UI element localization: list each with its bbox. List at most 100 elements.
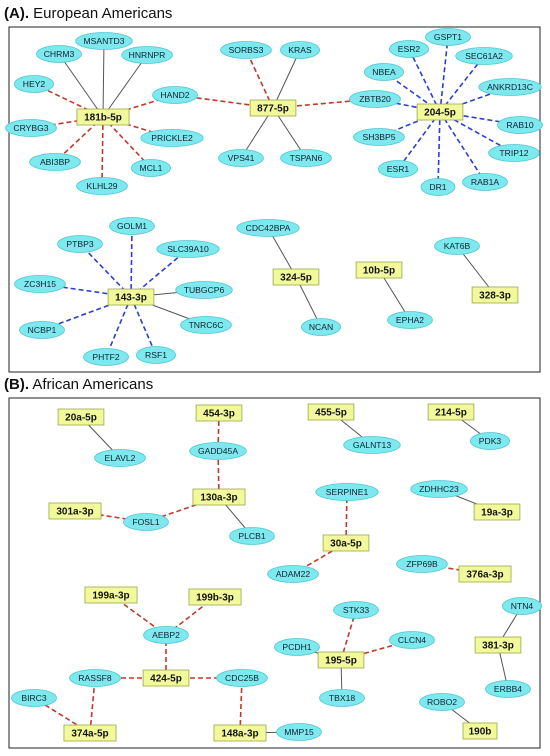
- gene-ellipse: [140, 129, 204, 147]
- gene-node-phtf2[interactable]: PHTF2: [83, 348, 129, 366]
- mirna-box: [63, 724, 117, 742]
- gene-node-robo2[interactable]: ROBO2: [419, 693, 465, 711]
- mirna-node-m199b[interactable]: 199b-3p: [188, 588, 242, 606]
- gene-node-nbea[interactable]: NBEA: [363, 63, 404, 81]
- gene-ellipse: [396, 555, 448, 573]
- gene-node-klhl29[interactable]: KLHL29: [76, 177, 128, 195]
- gene-node-esr2[interactable]: ESR2: [388, 40, 429, 58]
- gene-node-prickle2[interactable]: PRICKLE2: [140, 129, 204, 147]
- gene-node-trip12[interactable]: TRIP12: [488, 144, 540, 162]
- gene-node-stk33[interactable]: STK33: [333, 601, 379, 619]
- gene-node-hey2[interactable]: HEY2: [13, 75, 55, 93]
- gene-node-gadd45a[interactable]: GADD45A: [189, 442, 247, 460]
- gene-node-rab1a[interactable]: RAB1A: [462, 173, 508, 191]
- gene-label: HEY2: [23, 79, 46, 89]
- mirna-node-m195[interactable]: 195-5p: [317, 651, 365, 669]
- gene-ellipse: [315, 483, 379, 501]
- gene-node-sh3bp5[interactable]: SH3BP5: [353, 128, 405, 146]
- mirna-node-m30a[interactable]: 30a-5p: [322, 534, 370, 552]
- gene-node-aebp2[interactable]: AEBP2: [143, 626, 189, 644]
- mirna-node-m130a[interactable]: 130a-3p: [192, 488, 246, 506]
- gene-node-rab10[interactable]: RAB10: [497, 116, 543, 134]
- mirna-node-m19a[interactable]: 19a-3p: [473, 503, 521, 521]
- gene-node-zfp69b[interactable]: ZFP69B: [396, 555, 448, 573]
- mirna-node-m143[interactable]: 143-3p: [107, 288, 155, 306]
- gene-ellipse: [425, 28, 471, 46]
- gene-node-fosl1[interactable]: FOSL1: [123, 513, 169, 531]
- mirna-node-m455[interactable]: 455-5p: [307, 403, 355, 421]
- mirna-node-m199a[interactable]: 199a-3p: [84, 586, 138, 604]
- mirna-node-m204[interactable]: 204-5p: [416, 103, 464, 121]
- gene-node-golm1[interactable]: GOLM1: [109, 217, 155, 235]
- gene-node-adam22[interactable]: ADAM22: [267, 565, 319, 583]
- gene-node-esr1[interactable]: ESR1: [377, 160, 418, 178]
- gene-label: SEC61A2: [465, 51, 503, 61]
- gene-node-sorbs3[interactable]: SORBS3: [220, 41, 272, 59]
- mirna-label: 195-5p: [325, 656, 357, 667]
- gene-node-cdc25b[interactable]: CDC25B: [216, 669, 268, 687]
- mirna-label: 130a-3p: [200, 493, 237, 504]
- mirna-node-m10b[interactable]: 10b-5p: [355, 261, 403, 279]
- gene-node-hand2[interactable]: HAND2: [152, 86, 198, 104]
- gene-node-elavl2[interactable]: ELAVL2: [94, 449, 146, 467]
- gene-node-galnt13[interactable]: GALNT13: [343, 436, 401, 454]
- mirna-node-m148a[interactable]: 148a-3p: [213, 724, 267, 742]
- gene-node-ncbp1[interactable]: NCBP1: [19, 321, 65, 339]
- gene-node-ncan[interactable]: NCAN: [300, 318, 341, 336]
- mirna-node-m181b[interactable]: 181b-5p: [76, 108, 130, 126]
- gene-node-gspt1[interactable]: GSPT1: [425, 28, 471, 46]
- gene-node-tspan6[interactable]: TSPAN6: [280, 149, 332, 167]
- mirna-node-m381[interactable]: 381-3p: [474, 636, 522, 654]
- gene-node-slc39a10[interactable]: SLC39A10: [156, 240, 220, 258]
- mirna-node-m214[interactable]: 214-5p: [427, 403, 475, 421]
- gene-node-rsf1[interactable]: RSF1: [135, 346, 176, 364]
- gene-node-cdc42bpa[interactable]: CDC42BPA: [236, 219, 300, 237]
- mirna-node-m454[interactable]: 454-3p: [195, 404, 243, 422]
- gene-node-birc3[interactable]: BIRC3: [11, 689, 57, 707]
- gene-node-mcl1[interactable]: MCL1: [130, 159, 171, 177]
- mirna-node-m424[interactable]: 424-5p: [142, 669, 190, 687]
- gene-node-ptbp3[interactable]: PTBP3: [57, 235, 103, 253]
- gene-node-msantd3[interactable]: MSANTD3: [75, 32, 133, 50]
- mirna-node-m190b[interactable]: 190b: [462, 722, 498, 740]
- gene-node-vps41[interactable]: VPS41: [218, 149, 264, 167]
- gene-node-mmp15[interactable]: MMP15: [276, 723, 322, 741]
- gene-node-pcdh1[interactable]: PCDH1: [274, 638, 320, 656]
- gene-node-tubgcp6[interactable]: TUBGCP6: [175, 281, 233, 299]
- mirna-node-m20a[interactable]: 20a-5p: [57, 408, 105, 426]
- gene-node-zdhhc23[interactable]: ZDHHC23: [410, 480, 468, 498]
- mirna-node-m374a[interactable]: 374a-5p: [63, 724, 117, 742]
- gene-label: NTN4: [511, 601, 534, 611]
- gene-node-epha2[interactable]: EPHA2: [387, 311, 433, 329]
- mirna-node-m376a[interactable]: 376a-3p: [458, 565, 512, 583]
- gene-node-hnrnpr[interactable]: HNRNPR: [121, 46, 173, 64]
- gene-node-sec61a2[interactable]: SEC61A2: [455, 47, 513, 65]
- gene-node-erbb4[interactable]: ERBB4: [485, 680, 531, 698]
- mirna-node-m328[interactable]: 328-3p: [471, 286, 519, 304]
- gene-node-serpine1[interactable]: SERPINE1: [315, 483, 379, 501]
- gene-node-pdk3[interactable]: PDK3: [469, 432, 510, 450]
- gene-node-tnrc6c[interactable]: TNRC6C: [180, 316, 232, 334]
- gene-node-kras[interactable]: KRAS: [279, 41, 320, 59]
- mirna-node-m301a[interactable]: 301a-3p: [48, 502, 102, 520]
- gene-node-ankrd13c[interactable]: ANKRD13C: [478, 78, 542, 96]
- gene-ellipse: [180, 316, 232, 334]
- gene-node-abi3bp[interactable]: ABI3BP: [29, 153, 81, 171]
- gene-label: MMP15: [284, 727, 314, 737]
- mirna-node-m877[interactable]: 877-5p: [249, 99, 297, 117]
- gene-ellipse: [462, 173, 508, 191]
- gene-node-rassf8[interactable]: RASSF8: [69, 669, 121, 687]
- gene-node-zbtb20[interactable]: ZBTB20: [349, 90, 401, 108]
- gene-node-plcb1[interactable]: PLCB1: [229, 527, 275, 545]
- gene-node-chrm3[interactable]: CHRM3: [36, 45, 82, 63]
- gene-node-dr1[interactable]: DR1: [420, 178, 456, 196]
- gene-ellipse: [109, 217, 155, 235]
- gene-node-zc3h15[interactable]: ZC3H15: [14, 275, 66, 293]
- gene-node-crybg3[interactable]: CRYBG3: [5, 119, 57, 137]
- gene-node-tbx18[interactable]: TBX18: [319, 689, 365, 707]
- gene-node-clcn4[interactable]: CLCN4: [389, 631, 435, 649]
- gene-node-ntn4[interactable]: NTN4: [501, 597, 542, 615]
- mirna-node-m324[interactable]: 324-5p: [272, 268, 320, 286]
- gene-node-kat6b[interactable]: KAT6B: [434, 237, 480, 255]
- gene-ellipse: [353, 128, 405, 146]
